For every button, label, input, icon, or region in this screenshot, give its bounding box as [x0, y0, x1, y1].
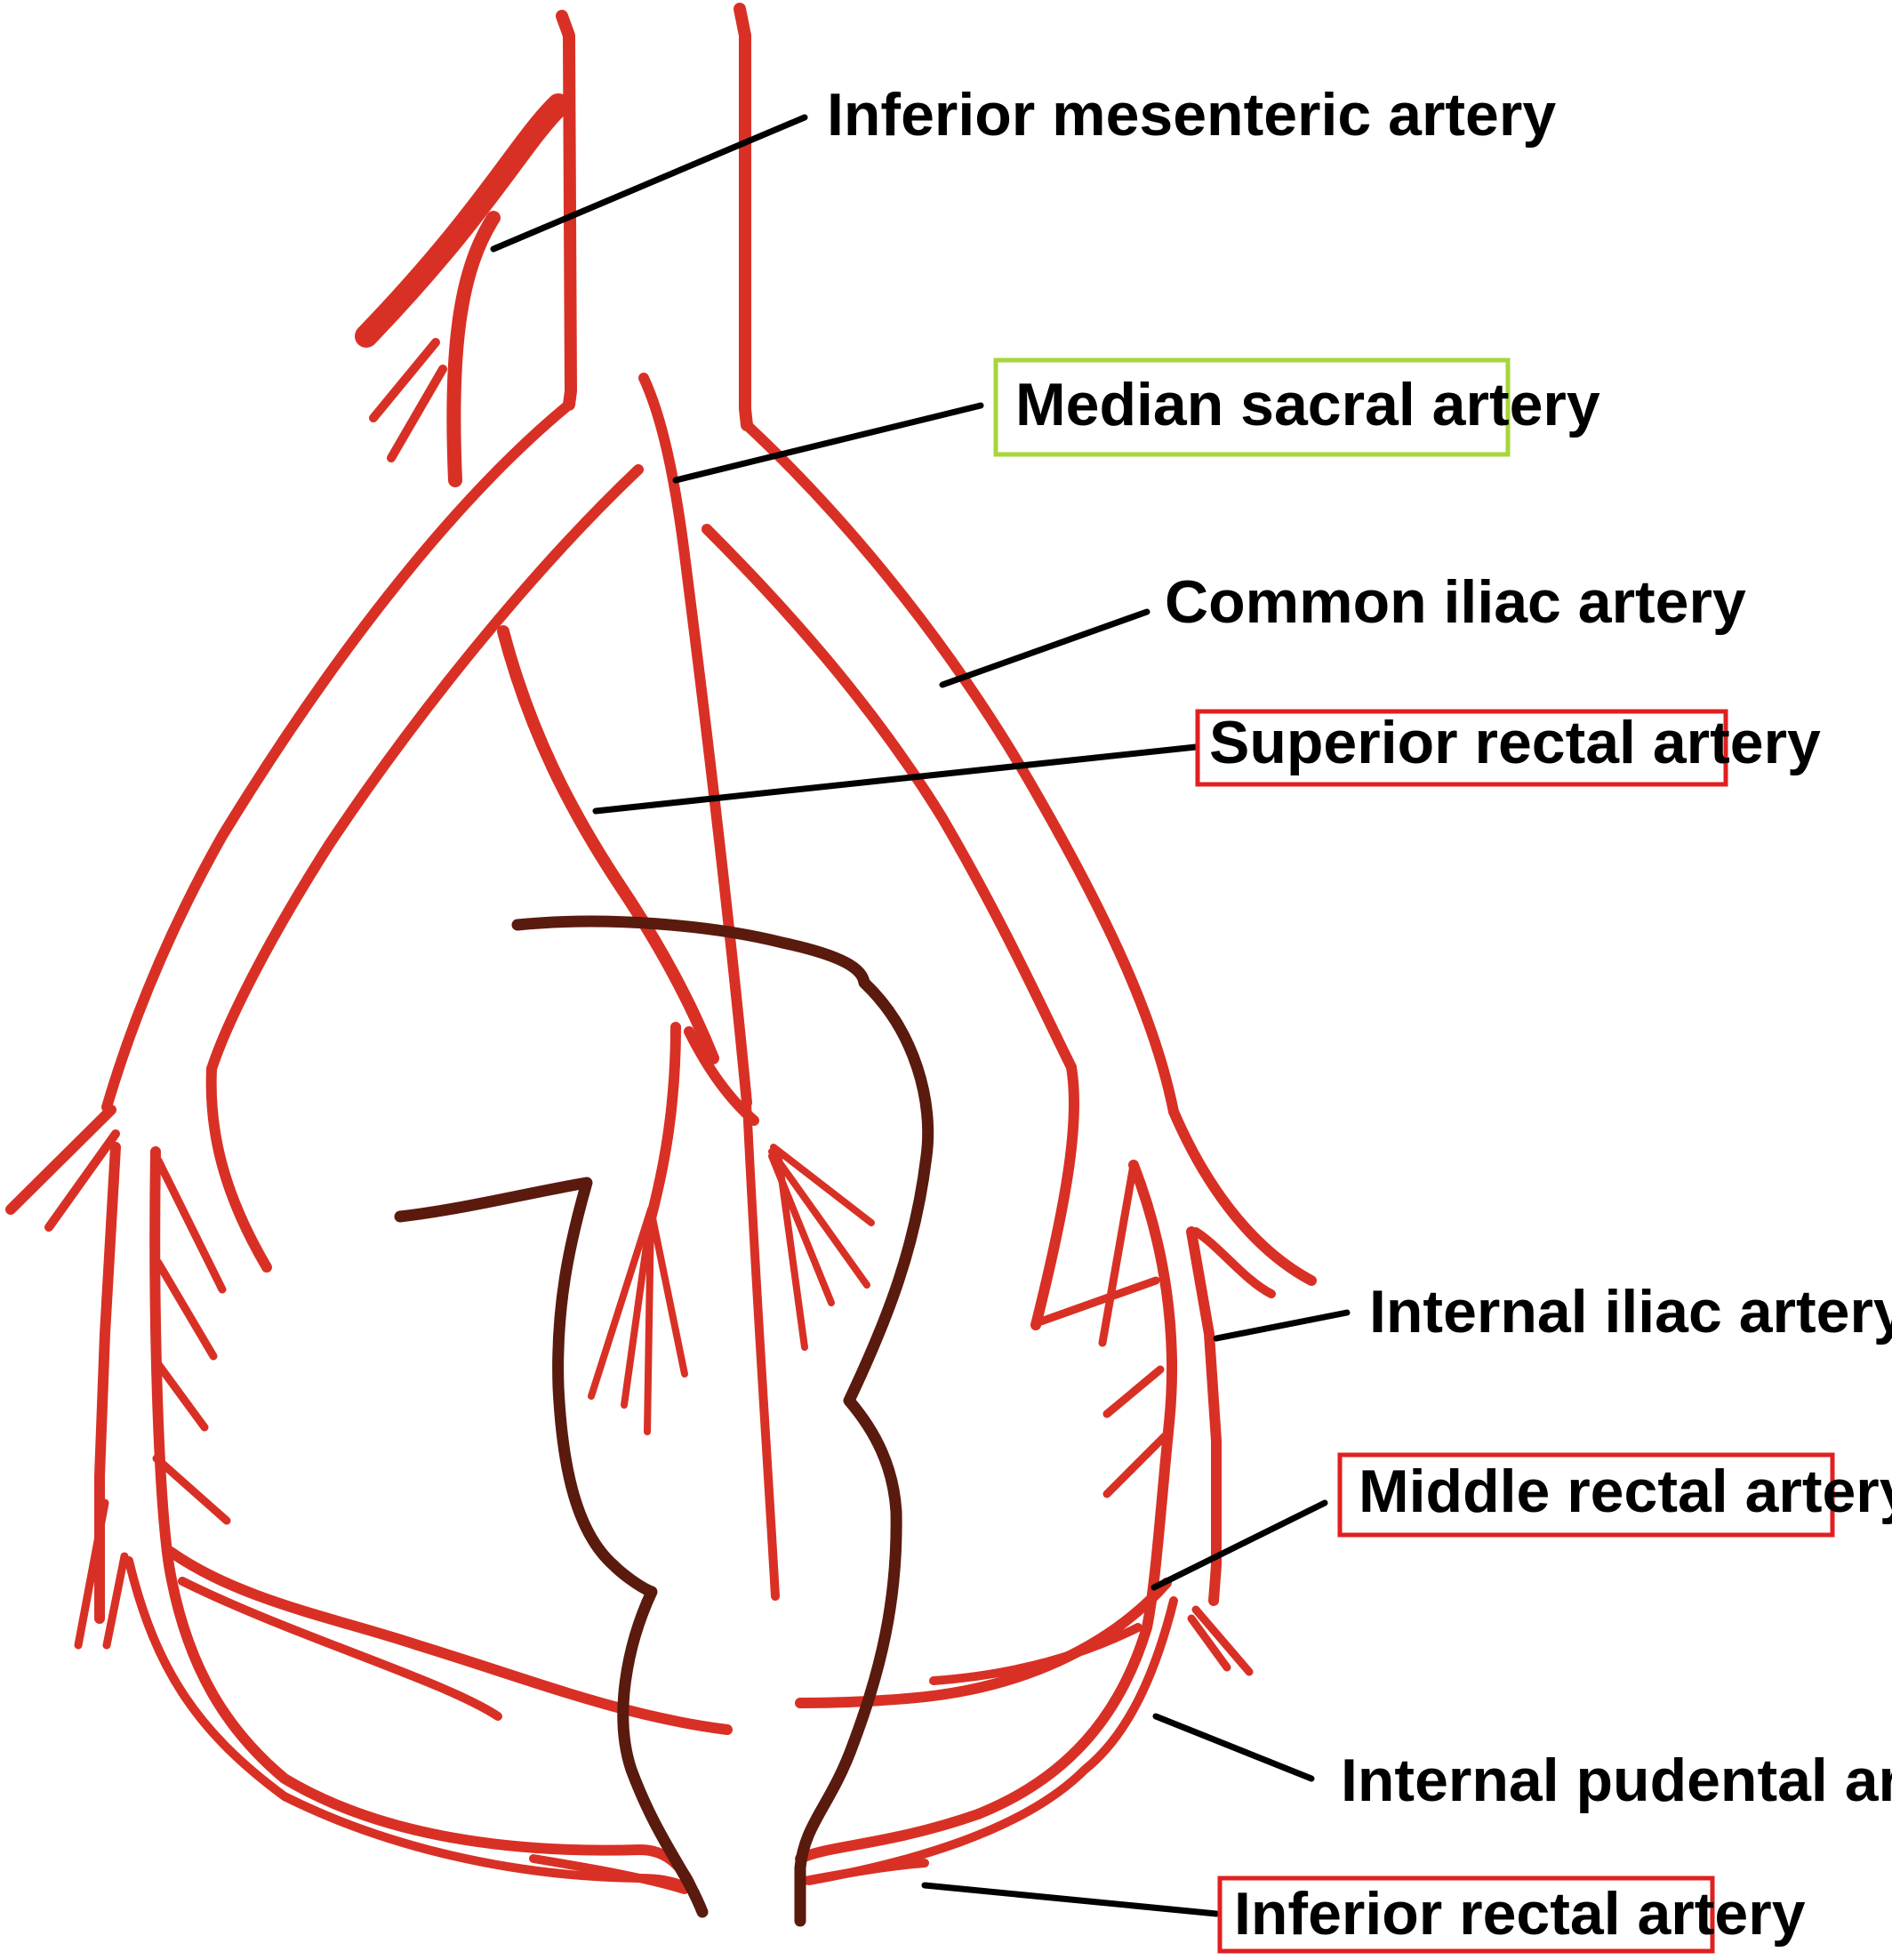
- right-internal-iliac-inner: [1030, 1062, 1080, 1330]
- left-iliac-twig-3: [151, 1356, 209, 1432]
- superior-rectal-right-continuation: [684, 1026, 759, 1126]
- labels: Inferior mesenteric artery Median sacral…: [827, 81, 1892, 1948]
- aorta-left-wall: [556, 10, 577, 411]
- left-common-iliac-inner: [206, 464, 644, 1074]
- label-internal-pudendal-artery: Internal pudental artery: [1341, 1747, 1892, 1814]
- label-common-iliac-artery: Common iliac artery: [1165, 568, 1746, 636]
- highlight-boxes: [993, 357, 1835, 1954]
- right-middle-rectal-lower: [929, 1623, 1142, 1685]
- leader-inferior-rectal: [921, 1882, 1220, 1917]
- left-internal-pudendal-artery: [149, 1146, 699, 1898]
- superior-rectal-highlight-box: [1195, 709, 1728, 787]
- left-inferior-rectal-artery: [529, 1854, 689, 1894]
- right-iliac-twig-5: [1191, 1605, 1254, 1676]
- right-middle-rectal-artery: [795, 1578, 1172, 1708]
- left-iliac-twig-6: [102, 1552, 129, 1650]
- right-iliac-twig-4: [1102, 1432, 1169, 1498]
- median-sacral-highlight-box: [993, 357, 1511, 457]
- left-internal-pudendal-inner: [124, 1556, 700, 1897]
- right-iliac-twig-2: [1031, 1276, 1160, 1328]
- left-middle-rectal-artery: [165, 1546, 733, 1735]
- superior-rectal-fan-r3: [774, 1148, 808, 1351]
- inferior-mesenteric-twig-2: [387, 365, 447, 462]
- label-internal-iliac-artery: Internal iliac artery: [1369, 1278, 1892, 1345]
- superior-rectal-fan-l2: [621, 1210, 654, 1409]
- superior-rectal-artery: [497, 625, 719, 1064]
- superior-rectal-fan-r1: [768, 1148, 870, 1289]
- leader-middle-rectal: [1150, 1499, 1328, 1591]
- right-internal-iliac-branch-2: [1191, 1227, 1276, 1298]
- left-middle-rectal-lower: [178, 1577, 502, 1721]
- median-sacral-distal: [742, 1098, 780, 1601]
- left-iliac-twig-4: [152, 1454, 231, 1525]
- leader-median-sacral: [672, 402, 984, 484]
- leader-internal-iliac: [1213, 1309, 1351, 1342]
- label-middle-rectal-artery: Middle rectal artery: [1359, 1458, 1892, 1525]
- middle-rectal-highlight-box: [1337, 1452, 1835, 1538]
- superior-rectal-fan-l1: [588, 1206, 654, 1400]
- inferior-mesenteric-artery: [355, 93, 570, 348]
- median-sacral-artery: [638, 373, 752, 1108]
- left-iliac-twig-5: [74, 1498, 109, 1650]
- right-inferior-rectal-artery: [800, 1859, 929, 1885]
- superior-rectal-left-branch: [645, 1022, 681, 1224]
- inferior-mesenteric-branch: [446, 211, 501, 487]
- left-internal-iliac-branch-1: [5, 1105, 116, 1215]
- right-iliac-twig-3: [1102, 1365, 1165, 1418]
- inferior-rectal-highlight-box: [1217, 1876, 1715, 1954]
- rectum-outline: [394, 915, 934, 1927]
- rectum-right-wall: [511, 915, 934, 1927]
- label-inferior-rectal-artery: Inferior rectal artery: [1234, 1880, 1806, 1948]
- leader-internal-pudendal: [1152, 1713, 1315, 1782]
- aorta-right-wall: [734, 3, 753, 431]
- left-iliac-twig-2: [154, 1258, 218, 1361]
- right-iliac-twig-6: [1187, 1614, 1231, 1672]
- leader-common-iliac: [939, 608, 1150, 688]
- label-superior-rectal-artery: Superior rectal artery: [1209, 709, 1821, 776]
- label-median-sacral-artery: Median sacral artery: [1015, 371, 1600, 438]
- right-internal-iliac-main: [1186, 1226, 1222, 1606]
- leader-inferior-mesenteric: [490, 114, 808, 253]
- right-common-iliac-inner: [701, 524, 1077, 1072]
- superior-rectal-fan-l4: [647, 1206, 688, 1378]
- inferior-mesenteric-twig-1: [369, 338, 440, 422]
- left-iliac-twig-1: [154, 1156, 227, 1294]
- right-common-iliac-outer: [742, 420, 1179, 1117]
- right-internal-pudendal-artery: [795, 1160, 1178, 1864]
- arteries: [5, 3, 1317, 1898]
- left-common-iliac-outer: [101, 399, 574, 1113]
- right-internal-iliac-branch-1: [1168, 1106, 1317, 1286]
- leader-superior-rectal: [592, 743, 1199, 815]
- left-internal-iliac-inner: [205, 1064, 272, 1273]
- rectum-left-wall: [394, 1177, 709, 1918]
- label-inferior-mesenteric-artery: Inferior mesenteric artery: [827, 81, 1556, 149]
- leader-lines: [490, 114, 1351, 1917]
- superior-rectal-fan-r4: [770, 1144, 875, 1226]
- left-internal-iliac-branch-2: [44, 1129, 120, 1232]
- superior-rectal-fan-l3: [644, 1210, 654, 1435]
- left-internal-iliac-main: [94, 1142, 121, 1624]
- right-iliac-twig-1: [1098, 1161, 1138, 1347]
